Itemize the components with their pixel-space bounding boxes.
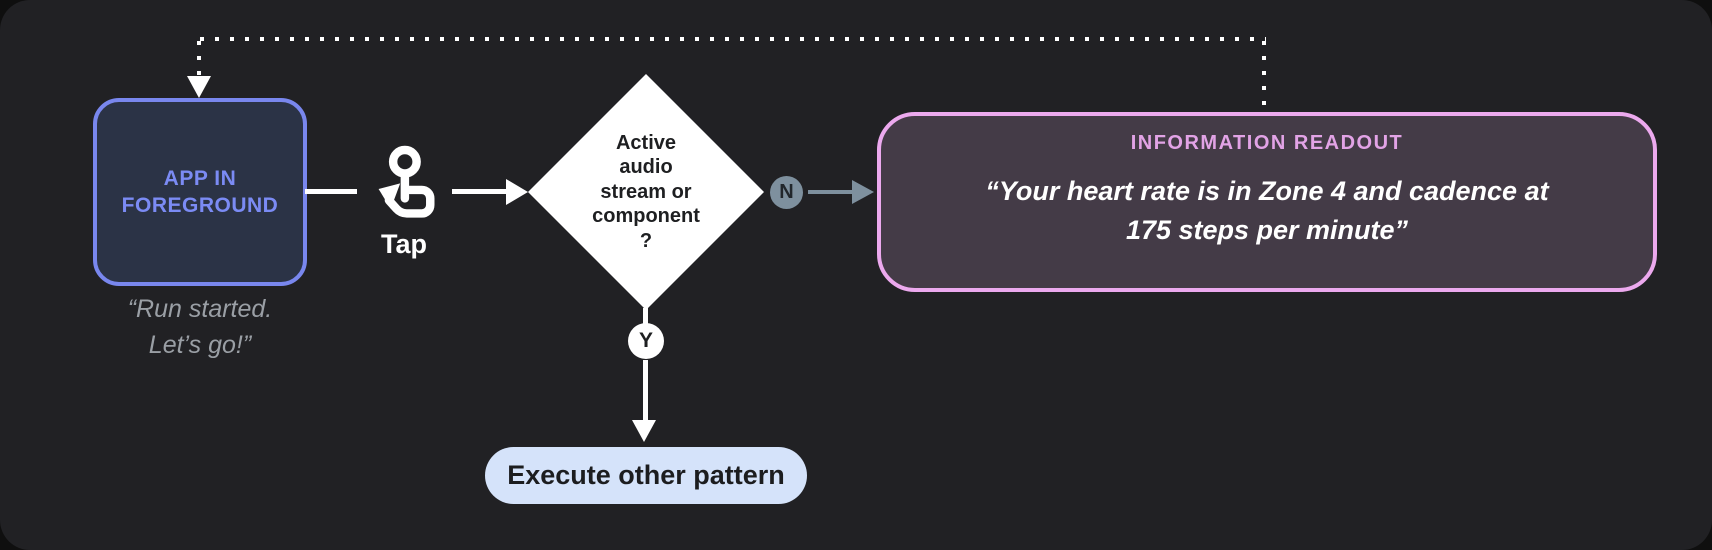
node-execute-other-pattern: Execute other pattern (485, 447, 807, 504)
branch-yes-badge: Y (628, 323, 664, 359)
decision-diamond (528, 74, 764, 310)
app-in-foreground-label: APP IN FOREGROUND (121, 166, 279, 217)
branch-no-badge: N (770, 176, 803, 209)
flow-line-tap-to-decision (452, 189, 508, 194)
flow-arrowhead-into-decision-icon (506, 179, 528, 205)
feedback-arrowhead-icon (187, 76, 211, 98)
branch-no-label: N (779, 181, 794, 203)
node-app-in-foreground: APP IN FOREGROUND (93, 98, 307, 286)
tap-gesture-icon (378, 145, 435, 218)
flow-line-app-to-tap (305, 189, 357, 194)
node-information-readout: INFORMATION READOUT “Your heart rate is … (877, 112, 1657, 292)
decision-label: Active audio stream or component ? (592, 132, 700, 252)
feedback-dotted-line-right (1262, 41, 1266, 112)
flow-line-decision-to-yes (643, 308, 648, 324)
branch-yes-label: Y (638, 329, 653, 352)
feedback-dotted-line-left (197, 41, 201, 79)
flow-line-yes-to-action (643, 360, 648, 422)
flow-arrowhead-into-readout-icon (852, 180, 874, 204)
information-readout-quote: “Your heart rate is in Zone 4 and cadenc… (985, 176, 1549, 246)
flow-line-no-to-readout (808, 190, 854, 194)
tap-label: Tap (381, 229, 427, 259)
execute-other-pattern-label: Execute other pattern (507, 460, 785, 490)
information-readout-title: INFORMATION READOUT (1130, 132, 1404, 154)
app-start-quote: “Run started. Let’s go!” (127, 295, 273, 359)
flow-arrowhead-into-action-icon (632, 420, 656, 442)
feedback-dotted-line-horizontal (200, 37, 1266, 41)
